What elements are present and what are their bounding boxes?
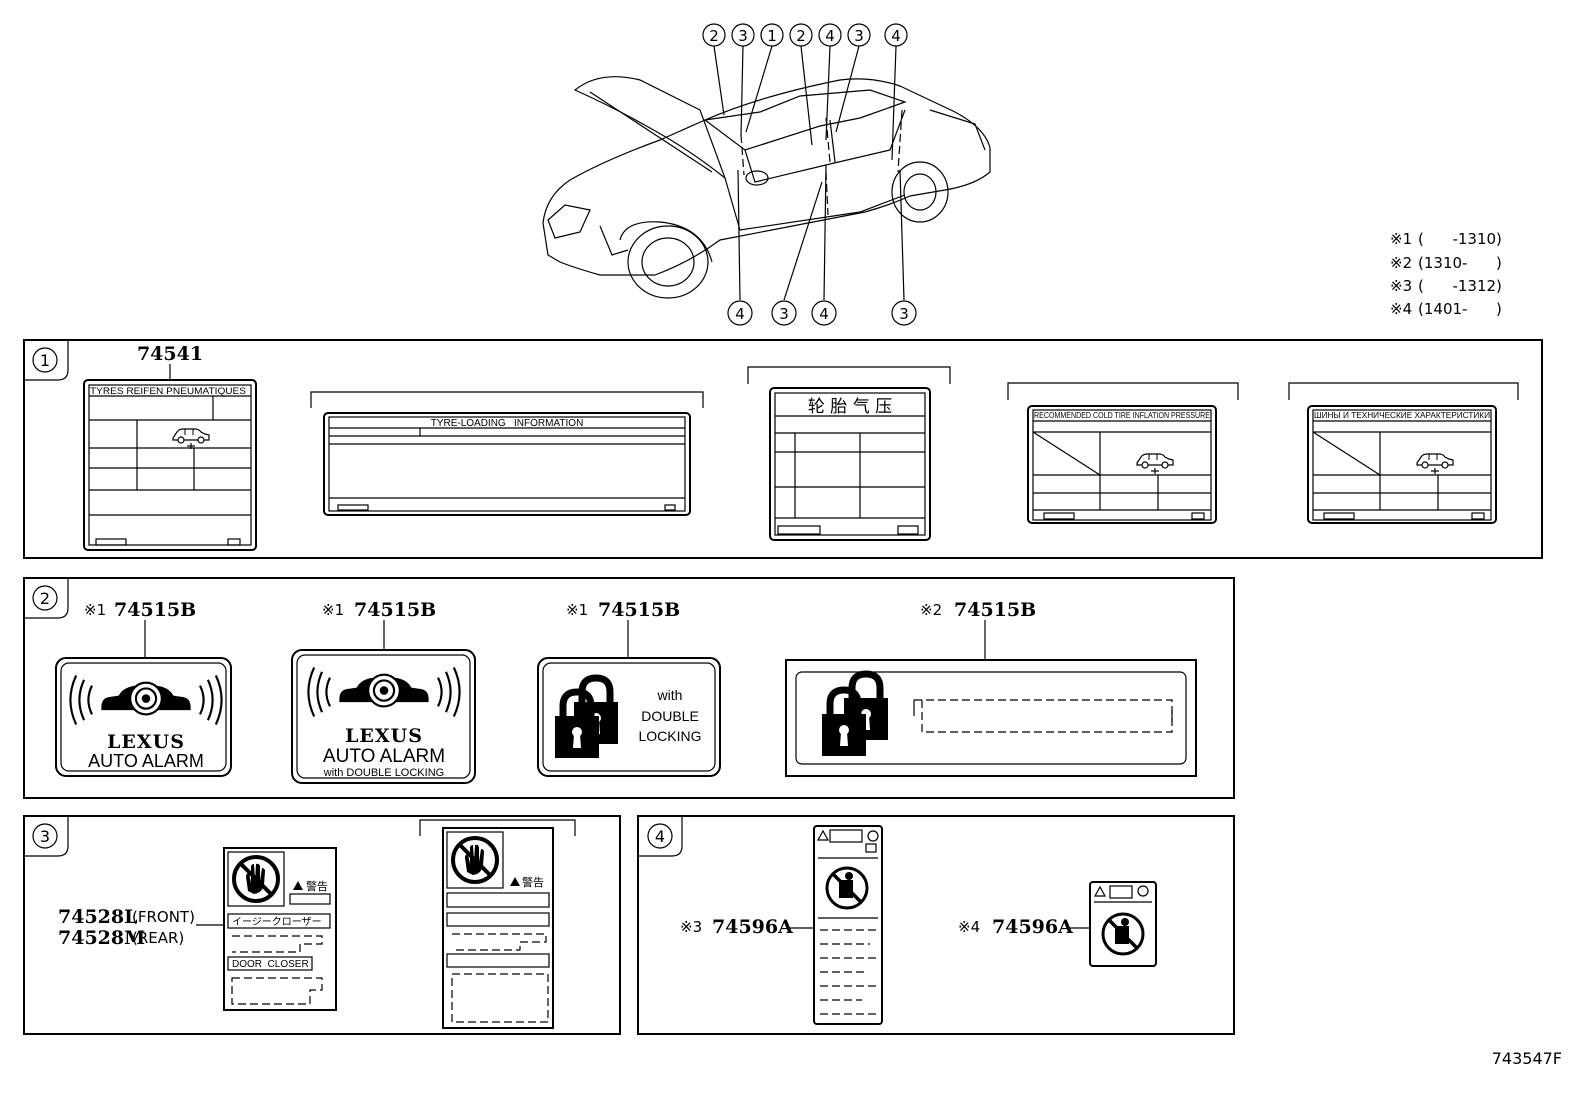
alarm-text: AUTO ALARM [88, 751, 204, 771]
part-number: 74541 [137, 343, 203, 365]
legend-mark: ※4 [1390, 300, 1412, 318]
date-legend: ※1 ( -1310) ※2 (1310- ) ※3 ( -1312) ※4 (… [1390, 230, 1502, 318]
brand-logo: LEXUS [345, 725, 423, 747]
double-locking-label: with DOUBLE LOCKING [537, 657, 721, 777]
callout: 4 [891, 27, 901, 45]
callout: 1 [767, 27, 777, 45]
alarm-text: AUTO ALARM [323, 746, 445, 767]
legend-range: ( -1312) [1418, 277, 1502, 295]
wide-lock-label [785, 659, 1197, 777]
part-mark: ※3 [680, 918, 702, 936]
chinese-title: 轮 胎 气 压 [808, 397, 892, 417]
padlock-icon [555, 692, 599, 758]
double-locking-text: with DOUBLE LOCKING [323, 767, 444, 779]
legend-mark: ※2 [1390, 254, 1412, 272]
callout: 3 [738, 27, 748, 45]
front-wheel [627, 225, 709, 299]
no-child-seat-icon [1101, 912, 1145, 956]
part-number: 74515B [114, 599, 196, 621]
tyre-loading-title: TYRE-LOADING INFORMATION [431, 418, 584, 429]
recommended-title: RECOMMENDED COLD TIRE INFLATION PRESSURE [1034, 411, 1210, 420]
callout: 4 [825, 27, 835, 45]
part-number-rear: 74528M [58, 927, 145, 949]
legend-range: (1401- ) [1418, 300, 1502, 318]
part-number: 74515B [354, 599, 436, 621]
group-4-airbag-labels: 4 ※3 74596A ※4 74596A [637, 815, 1235, 1035]
callout: 2 [796, 27, 806, 45]
callouts-top: 2 3 1 2 4 3 4 [702, 23, 908, 47]
lock-text: DOUBLE [641, 708, 699, 724]
tyres-label: TYRES REIFEN PNEUMATIQUES [83, 379, 257, 551]
lock-text: LOCKING [638, 728, 701, 744]
group-2-alarm-labels: 2 ※1 74515B ※1 74515B ※1 74515B ※2 74515… [23, 577, 1235, 799]
callout: 3 [779, 305, 789, 323]
part-number-front: 74528L [58, 906, 137, 928]
group-number: 4 [655, 827, 665, 846]
part-number: 74515B [954, 599, 1036, 621]
no-hand-icon [451, 836, 499, 884]
part-mark: ※2 [920, 601, 942, 619]
chinese-tyre-label: 轮 胎 气 压 [747, 366, 951, 541]
rear-suffix: (REAR) [132, 929, 184, 947]
no-hand-icon [232, 855, 280, 903]
group-3-door-closer-labels: 3 74528L (FRONT) 74528M (REAR) 警告 イージークロ… [23, 815, 621, 1035]
legend-range: ( -1310) [1418, 230, 1502, 248]
tyre-loading-label: TYRE-LOADING INFORMATION [310, 391, 704, 516]
group-number: 3 [40, 827, 50, 846]
callout-leaders [713, 45, 905, 301]
front-suffix: (FRONT) [132, 908, 195, 926]
group-1-tyre-labels: 1 74541 TYRES REIFEN PNEUMATIQUES [23, 339, 1543, 559]
group-number: 1 [40, 351, 50, 370]
figure-code: 743547F [1492, 1049, 1562, 1068]
callout: 3 [854, 27, 864, 45]
auto-alarm-label: LEXUS AUTO ALARM [55, 657, 232, 777]
part-number: 74596A [992, 916, 1073, 938]
callout: 3 [899, 305, 909, 323]
warning-text: 警告 [522, 875, 544, 889]
recommended-pressure-label: RECOMMENDED COLD TIRE INFLATION PRESSURE [1007, 382, 1239, 524]
part-mark: ※1 [566, 601, 588, 619]
callout: 2 [709, 27, 719, 45]
lock-text: with [657, 687, 683, 703]
door-closer-label-alt: 警告 [419, 819, 576, 1029]
rear-wheel [891, 161, 949, 223]
callout: 4 [819, 305, 829, 323]
part-mark: ※1 [322, 601, 344, 619]
warning-text: 警告 [306, 879, 328, 893]
car-body-outline [542, 78, 991, 276]
door-closer-text: DOOR CLOSER [232, 959, 309, 970]
cyrillic-pressure-label: ШИНЫ И ТЕХНИЧЕСКИЕ ХАРАКТЕРИСТИКИ [1288, 382, 1519, 524]
no-child-seat-icon [825, 866, 869, 910]
part-mark: ※4 [958, 918, 980, 936]
closer-jp-text: イージークローザー [232, 916, 322, 928]
part-mark: ※1 [84, 601, 106, 619]
legend-mark: ※3 [1390, 277, 1412, 295]
airbag-label-tall [813, 825, 883, 1025]
group-number: 2 [40, 589, 50, 608]
legend-mark: ※1 [1390, 230, 1412, 248]
auto-alarm-double-locking-label: LEXUS AUTO ALARM with DOUBLE LOCKING [291, 649, 476, 784]
door-closer-label: 警告 イージークローザー DOOR CLOSER [223, 847, 337, 1011]
cyrillic-title: ШИНЫ И ТЕХНИЧЕСКИЕ ХАРАКТЕРИСТИКИ [1314, 411, 1490, 420]
part-number: 74596A [712, 916, 793, 938]
part-number: 74515B [598, 599, 680, 621]
car-illustration [542, 76, 991, 299]
legend-range: (1310- ) [1418, 254, 1502, 272]
tyres-header: TYRES REIFEN PNEUMATIQUES [90, 386, 246, 397]
callout: 4 [735, 305, 745, 323]
brand-logo: LEXUS [107, 731, 185, 753]
airbag-label-small [1089, 881, 1157, 967]
callouts-bottom: 4 3 4 3 [727, 300, 917, 326]
